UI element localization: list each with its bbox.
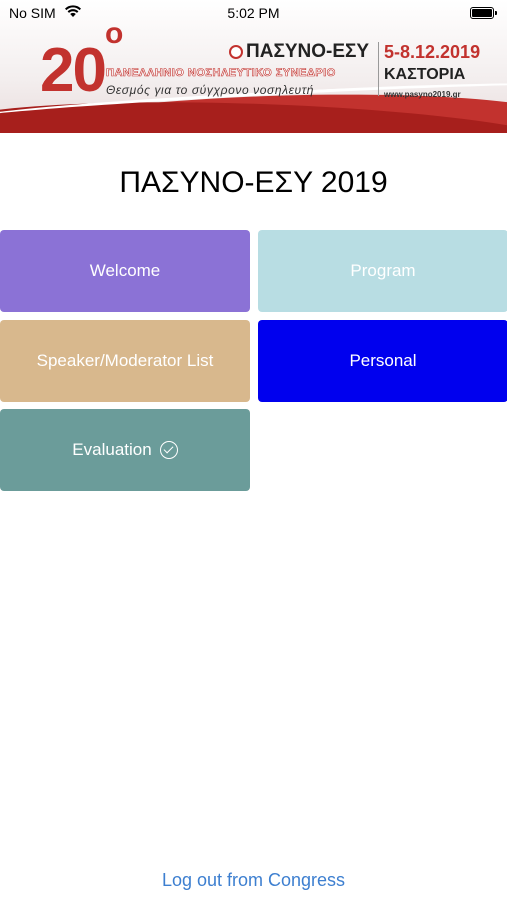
banner-url: www.pasyno2019.gr <box>384 90 461 99</box>
welcome-label: Welcome <box>89 261 161 280</box>
personal-label: Personal <box>349 351 417 370</box>
banner-edition: 20ο <box>40 17 123 105</box>
congress-banner: 20ο ΠΑΣΥΝΟ-ΕΣΥ ΠΑΝΕΛΛΗΝΙΟ ΝΟΣΗΛΕΥΤΙΚΟ ΣΥ… <box>0 0 507 133</box>
clock: 5:02 PM <box>227 5 280 21</box>
banner-organization: ΠΑΣΥΝΟ-ΕΣΥ <box>246 41 370 62</box>
welcome-button[interactable]: Welcome <box>0 230 250 312</box>
personal-button[interactable]: Personal <box>258 320 507 402</box>
banner-dates: 5-8.12.2019 <box>384 42 481 62</box>
banner-conference-name: ΠΑΝΕΛΛΗΝΙΟ ΝΟΣΗΛΕΥΤΙΚΟ ΣΥΝΕΔΡΙΟ <box>106 67 336 80</box>
program-label: Program <box>350 261 416 280</box>
wifi-icon <box>65 5 81 17</box>
status-bar: No SIM 5:02 PM <box>0 0 507 26</box>
speaker-moderator-list-button[interactable]: Speaker/Moderator List <box>0 320 250 402</box>
organization-logo-icon <box>229 45 243 59</box>
battery-icon <box>470 7 497 19</box>
logout-link[interactable]: Log out from Congress <box>161 870 346 890</box>
banner-divider <box>378 42 379 96</box>
check-circle-icon <box>159 441 178 459</box>
carrier-label: No SIM <box>9 5 56 21</box>
banner-slogan: Θεσμός για το σύγχρονο νοσηλευτή <box>106 83 315 97</box>
evaluation-button[interactable]: Evaluation <box>0 409 250 491</box>
evaluation-label: Evaluation <box>72 440 152 459</box>
speaker-moderator-list-label: Speaker/Moderator List <box>36 351 214 370</box>
program-button[interactable]: Program <box>258 230 507 312</box>
banner-city: ΚΑΣΤΟΡΙΑ <box>384 66 466 83</box>
page-title: ΠΑΣΥΝΟ-ΕΣΥ 2019 <box>119 166 388 199</box>
